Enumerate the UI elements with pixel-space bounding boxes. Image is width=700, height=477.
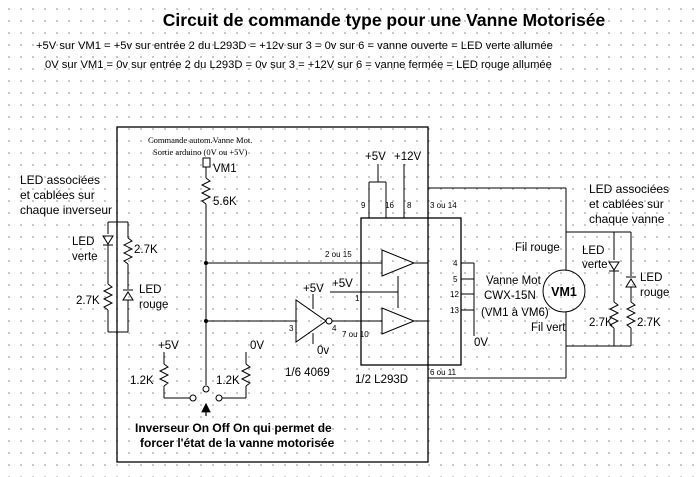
led-red-left: [122, 291, 134, 301]
wire-red-label: Fil rouge: [515, 242, 560, 254]
enable-5v-label: +5V: [332, 278, 353, 290]
wire-green-label: Fil vert: [531, 322, 566, 334]
motor-label: VM1: [551, 285, 577, 299]
left-green-led-label1: LED: [72, 236, 94, 248]
switch-left-resistor: [158, 363, 170, 387]
inverter-pin-out: 4: [332, 324, 337, 333]
pin-1: 1: [355, 294, 360, 303]
switch-caption-2: forcer l'état de la vanne motorisée: [140, 436, 335, 450]
right-red-led-label2: rouge: [640, 287, 669, 299]
led-green-left: [102, 235, 114, 245]
switch-common-contact: [202, 385, 210, 393]
switch-right-resistor: [240, 363, 252, 387]
pin-16: 16: [385, 201, 394, 210]
pin-2-15: 2 ou 15: [325, 250, 352, 259]
truth-row-closed: 0V sur VM1 = 0v sur entrée 2 du L293D = …: [45, 59, 552, 71]
l293d-buffer-top: [381, 249, 416, 277]
vm1-input-pin: [202, 157, 211, 168]
pin-3-14: 3 ou 14: [430, 201, 457, 210]
switch-contact-right: [215, 394, 223, 402]
right-led-note-line1: LED associées: [589, 182, 669, 196]
ground-0v-label: 0V: [474, 337, 488, 349]
right-right-resistor-value: 2.7K: [637, 317, 661, 329]
inverter-label: 1/6 4069: [285, 367, 330, 379]
supply-5v-label: +5V: [365, 151, 386, 163]
resistor-left-top: [122, 237, 134, 265]
command-source: Sortie arduino (0V ou +5V): [153, 147, 248, 157]
right-red-led-label1: LED: [640, 272, 662, 284]
supply-12v-label: +12V: [394, 151, 422, 163]
switch-left-res-value: 1.2K: [130, 375, 154, 387]
pin-4: 4: [453, 259, 458, 268]
right-green-led-label1: LED: [582, 245, 604, 257]
resistor-right-right: [625, 301, 637, 329]
inverter-4069: [295, 299, 327, 343]
switch-right-res-value: 1.2K: [216, 375, 240, 387]
switch-caption-1: Inverseur On Off On qui permet de: [135, 421, 332, 435]
motor-name-2: CWX-15N: [484, 290, 536, 302]
truth-row-open: +5V sur VM1 = +5v sur entrée 2 du L293D …: [36, 40, 553, 52]
l293d-buffer-bottom: [381, 307, 416, 335]
command-label: Commande autom.Vanne Mot.: [148, 135, 252, 145]
pin-8: 8: [407, 201, 412, 210]
resistor-left-bottom: [102, 283, 114, 311]
right-green-led-label2: verte: [582, 259, 608, 271]
l293d-label: 1/2 L293D: [355, 374, 408, 386]
inverter-0v: 0v: [317, 345, 329, 357]
valve-motor: [542, 269, 586, 313]
left-led-note-line3: chaque inverseur: [20, 203, 112, 217]
inverter-pin-in: 3: [289, 324, 294, 333]
input-resistor-value: 5.6K: [213, 196, 237, 208]
left-bottom-resistor-value: 2.7K: [76, 295, 100, 307]
right-left-resistor-value: 2.7K: [589, 317, 613, 329]
left-led-note-line1: LED associées: [20, 173, 100, 187]
motor-name-3: (VM1 à VM6): [481, 307, 549, 319]
left-red-led-label1: LED: [139, 284, 161, 296]
pin-6-11: 6 ou 11: [430, 368, 457, 377]
diagram-title: Circuit de commande type pour une Vanne …: [163, 10, 606, 30]
board-outline: [116, 126, 429, 463]
right-led-note-line3: chaque vanne: [589, 212, 665, 226]
left-red-led-label2: rouge: [139, 299, 168, 311]
vm1-input-label: VM1: [213, 163, 237, 175]
motor-name-1: Vanne Mot: [486, 275, 542, 287]
left-led-note-line2: et cablées sur: [20, 188, 95, 202]
led-green-right: [608, 261, 620, 271]
left-top-resistor-value: 2.7K: [134, 244, 158, 256]
pin-5: 5: [453, 275, 458, 284]
pin-13: 13: [450, 306, 459, 315]
switch-left-supply: +5V: [158, 340, 179, 352]
right-led-note-line2: et cablées sur: [589, 197, 664, 211]
inverter-5v: +5V: [303, 283, 324, 295]
switch-contact-left: [189, 394, 197, 402]
pin-9: 9: [361, 201, 366, 210]
led-red-right: [625, 278, 637, 288]
input-resistor: [200, 177, 212, 205]
switch-right-supply: 0V: [250, 340, 264, 352]
resistor-right-left: [608, 301, 620, 329]
pin-12: 12: [450, 290, 459, 299]
left-green-led-label2: verte: [72, 251, 98, 263]
pin-7-10: 7 ou 10: [342, 330, 369, 339]
